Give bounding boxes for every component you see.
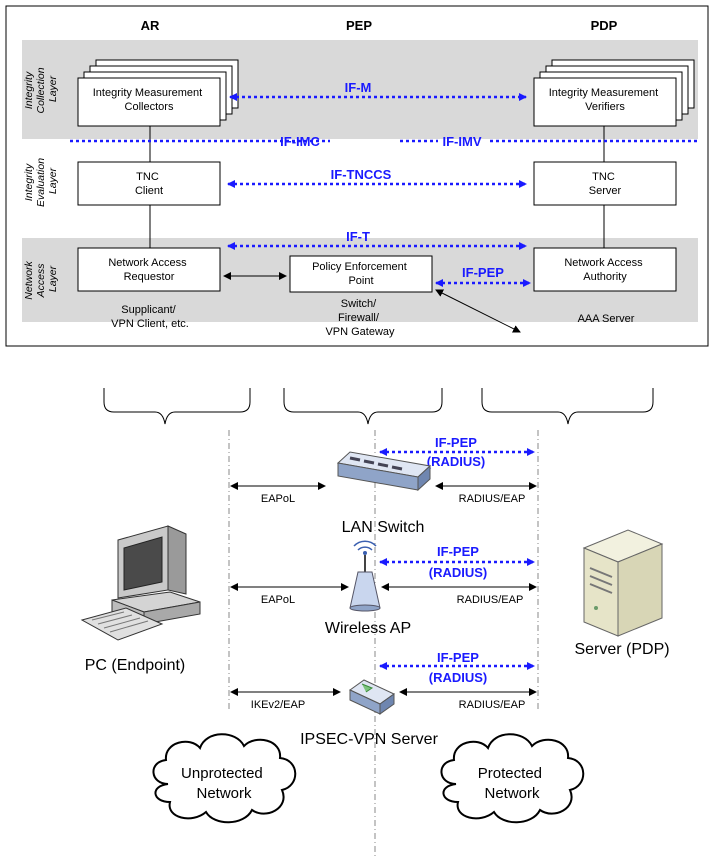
wireless-ap-icon xyxy=(349,540,381,612)
wireless-ap-label: Wireless AP xyxy=(325,620,411,637)
ikev2-label: IKEv2/EAP xyxy=(251,699,305,711)
pep-aaa-arrow xyxy=(435,289,521,333)
layer-label-collection: Integrity Collection Layer xyxy=(23,64,59,113)
pep-box xyxy=(289,255,433,293)
eapol-label-1: EAPoL xyxy=(261,493,295,505)
if-pep-label: IF-PEP xyxy=(462,265,504,280)
if-imv-label: IF-IMV xyxy=(443,134,482,149)
vpn-server-label: IPSEC-VPN Server xyxy=(300,731,438,748)
layer-label-network: Network Access Layer xyxy=(23,258,59,299)
eapol-label-2: EAPoL xyxy=(261,594,295,606)
tnc-server-box xyxy=(533,161,677,206)
nar-label: Network Access Requestor xyxy=(108,257,189,283)
imv-box xyxy=(533,77,677,127)
protected-network-cloud: Protected Network xyxy=(440,733,585,824)
imc-stack: Integrity Measurement Collectors xyxy=(77,59,239,127)
radius-eap-label-3: RADIUS/EAP xyxy=(459,699,526,711)
imv-stack: Integrity Measurement Verifiers xyxy=(533,59,695,127)
nar-box xyxy=(77,247,221,292)
naa-label: Network Access Authority xyxy=(564,257,645,283)
radius-label-3: (RADIUS) xyxy=(429,670,488,685)
if-pep-label-1: IF-PEP xyxy=(435,435,477,450)
pep-role-label: Switch/ Firewall/ VPN Gateway xyxy=(325,298,395,338)
server-icon xyxy=(582,529,664,637)
if-m-label: IF-M xyxy=(345,80,372,95)
brace-ar xyxy=(103,388,251,425)
pc-icon xyxy=(80,525,201,641)
radius-label-2: (RADIUS) xyxy=(429,565,488,580)
unprotected-network-cloud: Unprotected Network xyxy=(152,733,297,824)
imc-label: Integrity Measurement Collectors xyxy=(93,87,206,113)
imv-label: Integrity Measurement Verifiers xyxy=(549,87,662,113)
radius-eap-label-1: RADIUS/EAP xyxy=(459,493,526,505)
brace-pep xyxy=(283,388,443,425)
naa-box xyxy=(533,247,677,292)
if-imc-label: IF-IMC xyxy=(280,134,320,149)
pdp-role-label: AAA Server xyxy=(578,313,635,325)
column-header-ar: AR xyxy=(141,18,160,33)
if-tnccs-label: IF-TNCCS xyxy=(331,167,392,182)
brace-pdp xyxy=(481,388,654,425)
server-label: Server (PDP) xyxy=(574,641,669,658)
ar-role-label: Supplicant/ VPN Client, etc. xyxy=(111,304,189,330)
if-t-label: IF-T xyxy=(346,229,370,244)
vpn-server-icon xyxy=(349,679,395,715)
layer-label-evaluation: Integrity Evaluation Layer xyxy=(23,155,59,207)
pc-label: PC (Endpoint) xyxy=(85,657,186,674)
column-header-pdp: PDP xyxy=(591,18,618,33)
imc-box xyxy=(77,77,221,127)
tnc-server-label: TNC Server xyxy=(589,171,622,197)
protected-label: Protected Network xyxy=(478,765,546,802)
column-header-pep: PEP xyxy=(346,18,372,33)
tnc-client-box xyxy=(77,161,221,206)
if-pep-label-3: IF-PEP xyxy=(437,650,479,665)
if-pep-label-2: IF-PEP xyxy=(437,544,479,559)
radius-eap-label-2: RADIUS/EAP xyxy=(457,594,524,606)
tnc-client-label: TNC Client xyxy=(135,171,163,197)
radius-label-1: (RADIUS) xyxy=(427,454,486,469)
pep-box-label: Policy Enforcement Point xyxy=(312,261,410,287)
lan-switch-label: LAN Switch xyxy=(342,519,425,536)
unprotected-label: Unprotected Network xyxy=(181,765,267,802)
lan-switch-icon xyxy=(336,451,432,492)
